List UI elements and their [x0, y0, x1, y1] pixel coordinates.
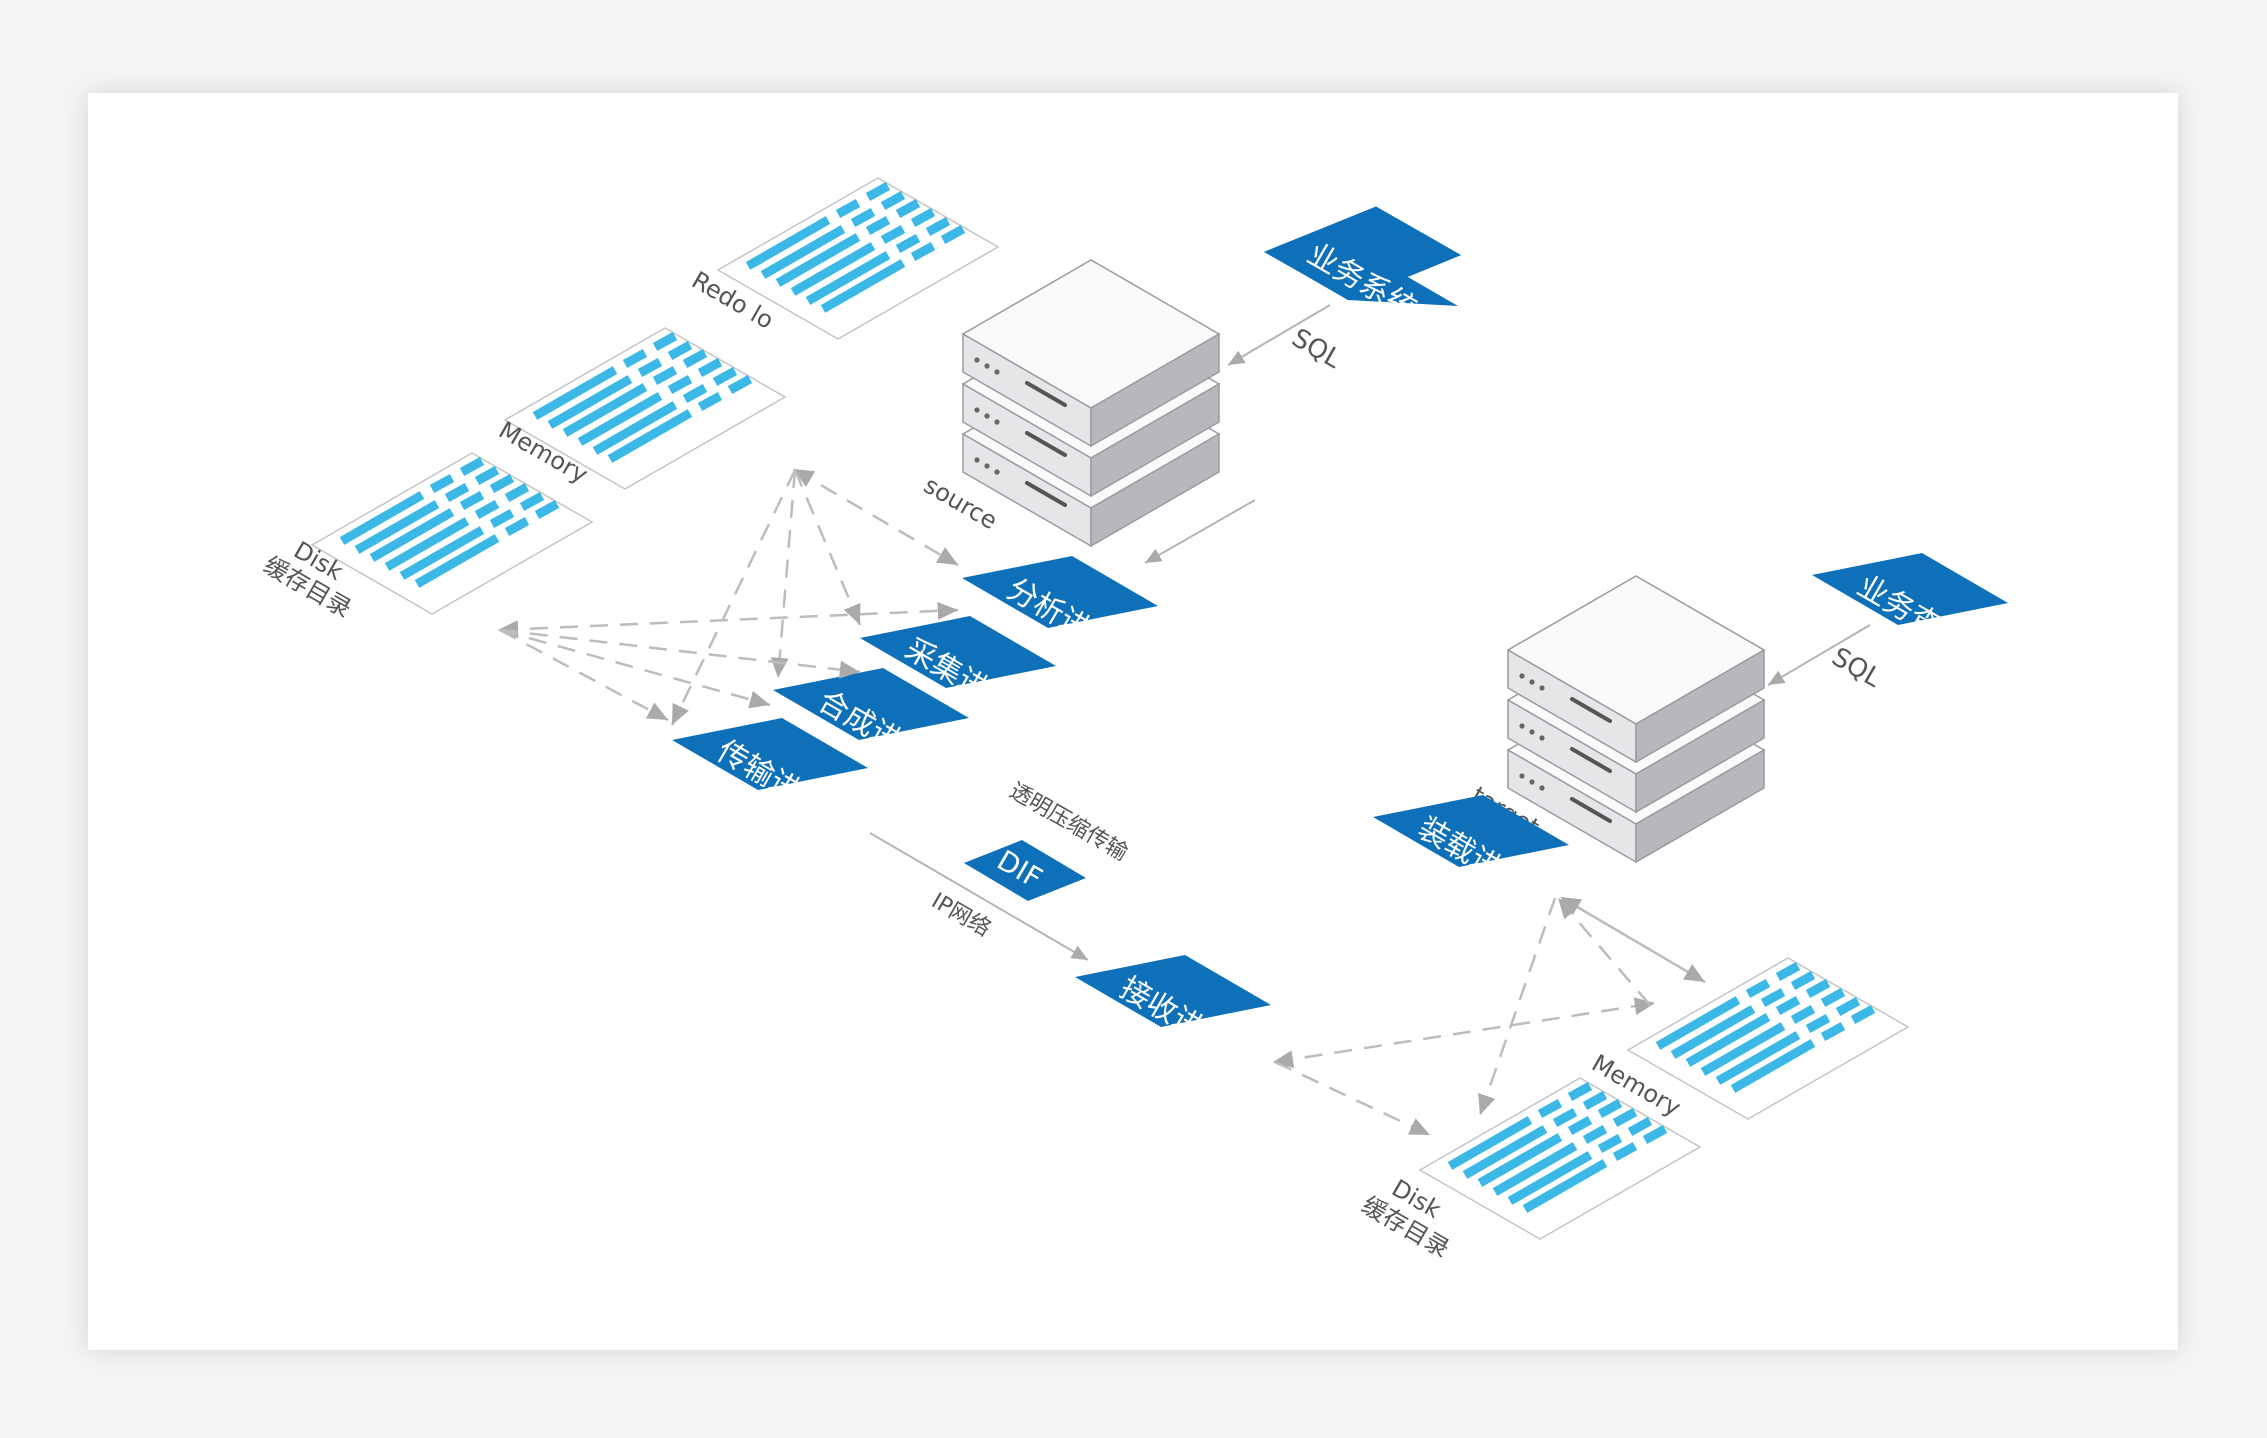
source-dashed-arrows [497, 468, 959, 726]
business-query-box [1812, 553, 2008, 625]
transmit-process-box [672, 718, 868, 790]
receive-process-box [1075, 955, 1271, 1027]
network-label: IP网络 [927, 889, 995, 943]
source-server-icon [963, 260, 1219, 546]
analyze-process-box [962, 556, 1158, 628]
source-sql-label: SQL [1287, 323, 1347, 375]
sql-arrow [1227, 304, 1331, 366]
target-sql-arrow [1767, 624, 1871, 686]
dif-box [964, 840, 1086, 901]
network-arrow [869, 832, 1089, 961]
target-sql-label: SQL [1827, 642, 1887, 694]
target-server-icon [1508, 576, 1764, 862]
target-arrows [1272, 896, 1706, 1137]
source-disk-grid [312, 453, 592, 614]
load-process-box [1373, 795, 1569, 867]
source-output-arrow [1144, 499, 1256, 564]
business-system-box [1263, 206, 1462, 306]
compose-process-box [773, 668, 969, 740]
